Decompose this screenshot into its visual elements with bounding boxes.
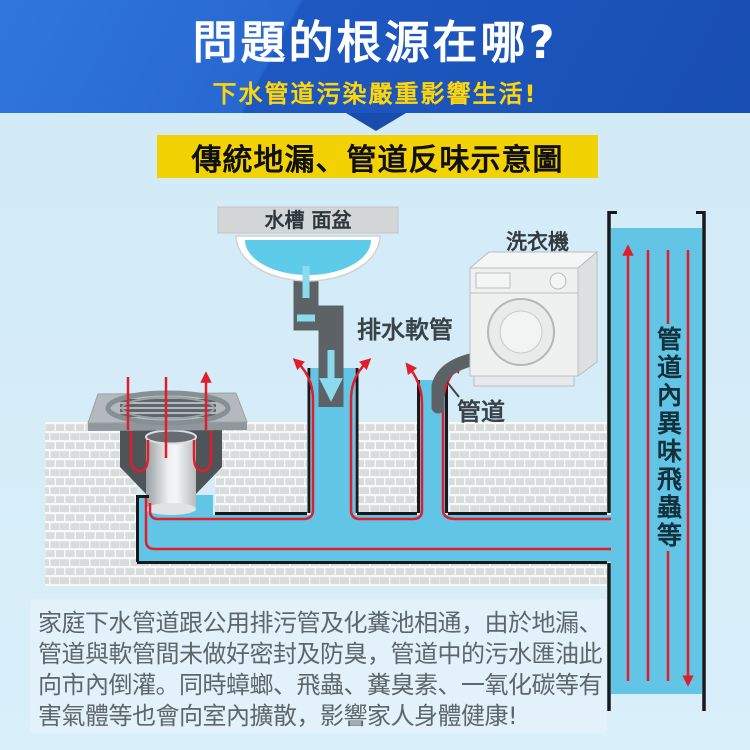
washer-base [473, 375, 575, 387]
washer-panel [475, 272, 511, 289]
stack-arrows [628, 250, 688, 681]
odor-flow-lines [129, 250, 688, 681]
page-subtitle: 下水管道污染嚴重影響生活! [212, 80, 538, 108]
washer-knob [549, 272, 567, 290]
pipe-walls [136, 211, 706, 711]
soil-stack-label: 管道內異味飛蟲等 [650, 324, 685, 551]
page-title: 問題的根源在哪? [192, 16, 558, 69]
paragraph-line: 管道與軟管間未做好密封及防臭，管道中的污水匯油此 [38, 640, 603, 668]
basin-water [245, 240, 371, 275]
paragraph-line: 害氣體等也會向室內擴散，影響家人身體健康! [38, 702, 518, 730]
washing-machine [468, 250, 599, 387]
paragraph-line: 向市內倒灌。同時蟑螂、飛蟲、糞臭素、一氧化碳等有 [38, 671, 603, 699]
explanation-paragraph: 家庭下水管道跟公用排污管及化糞池相通，由於地漏、 管道與軟管間未做好密封及防臭，… [30, 599, 607, 733]
hose-label: 排水軟管 [357, 316, 453, 344]
drain-cup [146, 437, 196, 509]
header-banner: 問題的根源在哪? 下水管道污染嚴重影響生活! [0, 0, 750, 113]
sink-basin: 水槽 面盆 [217, 206, 399, 407]
washer-label: 洗衣機 [506, 230, 569, 254]
floor-drain-grate [87, 377, 248, 458]
diagram-title-banner: 傳統地漏、管道反味示意圖 [157, 135, 598, 178]
sink-label-plate [217, 206, 399, 234]
water-flow-arrows [297, 266, 331, 390]
paragraph-line: 家庭下水管道跟公用排污管及化糞池相通，由於地漏、 [38, 609, 603, 637]
header-pointer-triangle [346, 113, 406, 131]
drain-odor-arrows [126, 377, 206, 458]
floor-drain [120, 427, 222, 515]
pipe-label: 管道 [457, 398, 505, 426]
sink-label: 水槽 面盆 [265, 208, 353, 232]
soil-stack-walls [607, 211, 706, 711]
brick-ground [45, 422, 607, 586]
pipe-label-leader [446, 381, 460, 398]
